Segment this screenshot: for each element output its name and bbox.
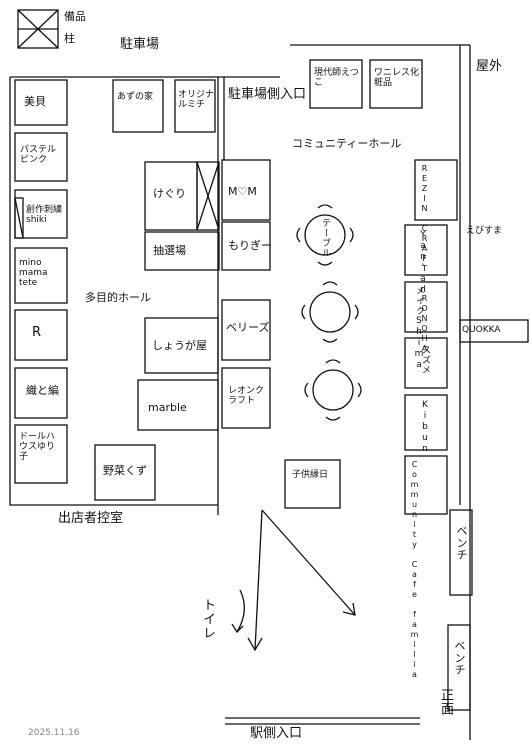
stall-azuno: あずの家 — [117, 92, 154, 102]
stall-yasai: 野菜くず — [103, 464, 147, 477]
parking-entrance-label: 駐車場側入口 — [228, 87, 307, 102]
stall-keguri: けぐり — [153, 187, 186, 200]
stall-kodomo-box — [284, 459, 341, 509]
stall-shougaya: しょうが屋 — [152, 339, 207, 352]
stall-mom-box — [221, 159, 271, 221]
round-table-1 — [304, 214, 346, 256]
stall-orimatsu-box — [14, 367, 68, 419]
stall-sisyu: 創作刺繍shiki — [26, 205, 63, 225]
stall-pastel-box — [14, 132, 68, 182]
stall-marble-box — [137, 379, 219, 431]
stall-dollhouse-box — [14, 424, 68, 484]
stall-kodomo: 子供縁日 — [292, 470, 329, 480]
parking-label: 駐車場 — [120, 37, 160, 52]
stall-minomama-box — [14, 247, 68, 304]
stall-nomad-box — [309, 59, 363, 109]
round-table-2 — [309, 291, 351, 333]
stall-mom: M♡M — [228, 185, 257, 198]
bench-label-1: ベンチ — [455, 525, 468, 561]
stall-sun: Kibun — [420, 400, 430, 455]
legend-supplies: 備品 — [64, 10, 86, 23]
chusen-box — [144, 231, 220, 271]
multipurpose-hall-label: 多目的ホール — [85, 291, 151, 304]
stall-biki-box — [14, 79, 68, 126]
stall-shougaya-box — [144, 317, 219, 374]
stall-sun-box — [404, 394, 448, 451]
stall-suzu-box — [404, 337, 448, 389]
stall-makeup: ワニレス化粧品 — [374, 68, 420, 88]
toilet-label: トイレ — [200, 598, 215, 640]
round-table-3 — [312, 369, 354, 411]
chusen-label: 抽選場 — [153, 244, 186, 257]
footer-date: 2025.11.16 — [28, 728, 80, 738]
stall-azuno-box — [112, 79, 164, 133]
stall-original: オリジナルミチ — [178, 90, 215, 110]
stall-ebisu: えびすま — [466, 226, 503, 236]
stall-r-box — [14, 309, 68, 361]
stall-nomad: 現代師えつこ — [314, 68, 359, 88]
stall-moriban: もりぎー — [228, 239, 272, 252]
stall-rejin-box — [221, 367, 271, 429]
stall-makeup-box — [369, 59, 423, 109]
community-hall-label: コミュニティーホール — [292, 137, 402, 150]
stall-yanyan-box — [404, 224, 448, 276]
outdoor-label: 屋外 — [476, 59, 503, 74]
table-label: テーブル — [320, 218, 330, 258]
stall-yanyan: Yan'an — [418, 230, 428, 296]
stall-yasai-box — [94, 444, 156, 501]
stall-biki: 美貝 — [24, 95, 46, 108]
stall-suzu: スズメ — [420, 345, 430, 375]
legend-pillar: 柱 — [64, 32, 75, 45]
stall-moriban-box — [221, 221, 271, 271]
bench-box-1 — [449, 509, 473, 596]
stall-quokka: QUOKKA — [462, 325, 501, 335]
exhibitor-waiting-label: 出店者控室 — [58, 511, 124, 526]
stall-r: R — [32, 325, 42, 340]
stall-shima-box — [404, 281, 448, 333]
stall-rejin: レオンクラフト — [228, 386, 265, 406]
bench-label-2: ベンチ — [453, 640, 466, 676]
stall-berries: ベリーズ — [226, 321, 270, 334]
stall-rezin: REZIN CRAFT IRONOHA — [420, 164, 429, 354]
stall-berries-box — [221, 299, 271, 361]
stall-original-box — [174, 79, 216, 133]
stall-shima: メイクShima — [414, 286, 424, 371]
stall-pastel: パステルピンク — [20, 145, 57, 165]
stall-cafe-box — [404, 455, 448, 515]
stall-minomama: mino mama tete — [19, 258, 48, 288]
bench-box-2 — [447, 624, 471, 711]
stall-orimatsu: 織と編 — [26, 384, 59, 397]
stall-dollhouse: ドールハウスゆり子 — [19, 432, 56, 462]
stall-marble: marble — [148, 401, 187, 414]
station-entrance-label: 駅側入口 — [250, 726, 303, 741]
stall-cafe: Community Cafe familia — [410, 460, 419, 680]
stall-rezin-box — [414, 159, 458, 221]
stall-quokka-box — [459, 319, 529, 343]
front-label: 正面 — [438, 688, 453, 716]
